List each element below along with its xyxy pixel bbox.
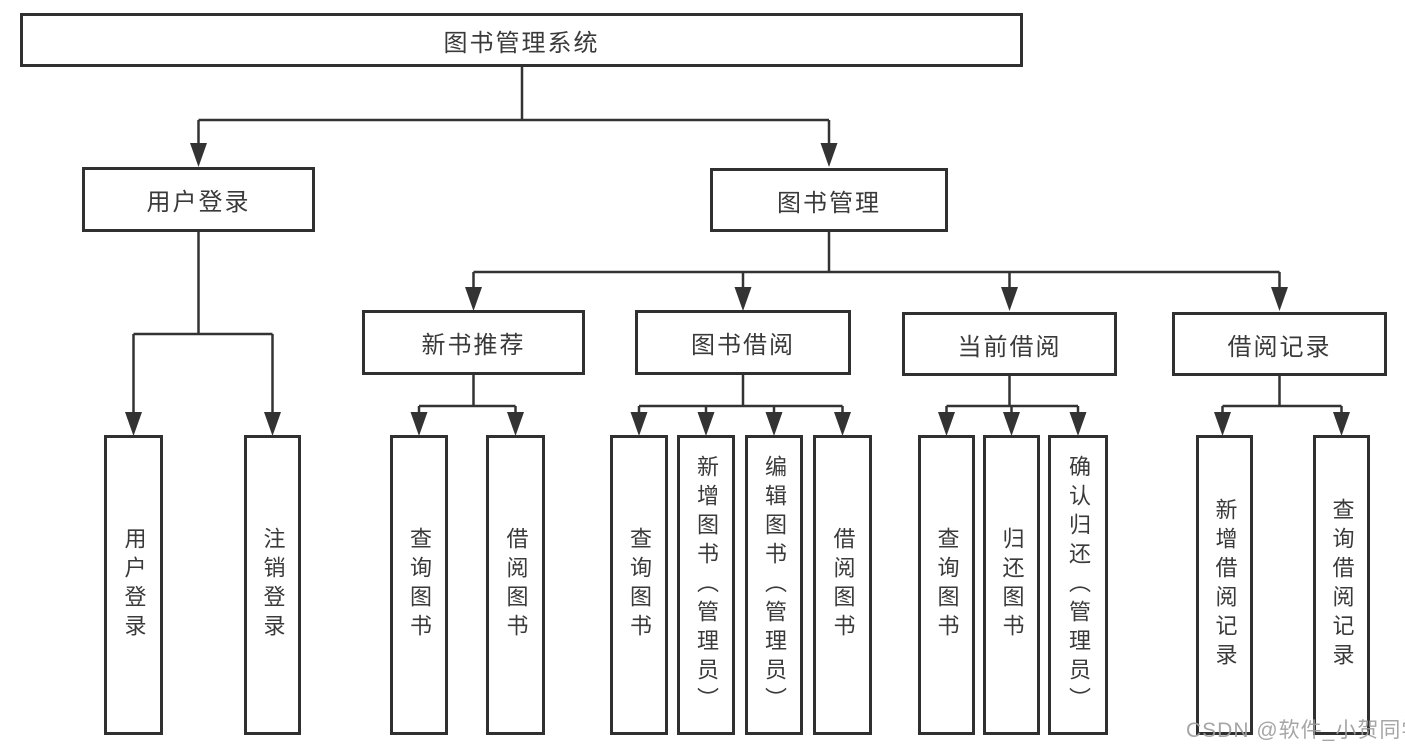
leaf-borrow-books-1-label: 借阅图书: [503, 527, 529, 643]
node-new-book-recommend: 新书推荐: [362, 310, 585, 375]
leaf-add-book-admin: 新增图书（管理员）: [677, 435, 735, 735]
leaf-query-books-1: 查询图书: [390, 435, 448, 735]
leaf-borrow-books-1: 借阅图书: [486, 435, 545, 735]
leaf-confirm-return-admin-label: 确认归还（管理员）: [1066, 454, 1091, 716]
leaf-query-books-3: 查询图书: [918, 435, 975, 735]
leaf-logout-label: 注销登录: [260, 527, 286, 643]
leaf-user-login: 用户登录: [104, 435, 163, 735]
leaf-query-borrow-record-label: 查询借阅记录: [1329, 498, 1355, 672]
leaf-query-borrow-record: 查询借阅记录: [1313, 435, 1370, 735]
leaf-return-book: 归还图书: [983, 435, 1040, 735]
node-book-management-label: 图书管理: [777, 189, 881, 217]
node-system-root: 图书管理系统: [20, 13, 1023, 67]
node-borrow-records: 借阅记录: [1172, 312, 1387, 376]
leaf-borrow-books-2: 借阅图书: [813, 435, 872, 735]
node-book-management: 图书管理: [710, 168, 948, 232]
leaf-borrow-books-2-label: 借阅图书: [830, 527, 856, 643]
leaf-return-book-label: 归还图书: [999, 527, 1025, 643]
leaf-add-borrow-record: 新增借阅记录: [1196, 435, 1253, 735]
leaf-logout: 注销登录: [244, 435, 301, 735]
leaf-query-books-1-label: 查询图书: [407, 527, 432, 643]
leaf-add-borrow-record-label: 新增借阅记录: [1212, 498, 1238, 672]
leaf-user-login-label: 用户登录: [121, 527, 147, 643]
node-current-borrow: 当前借阅: [902, 312, 1117, 376]
leaf-edit-book-admin-label: 编辑图书（管理员）: [762, 454, 787, 716]
leaf-confirm-return-admin: 确认归还（管理员）: [1048, 435, 1108, 735]
csdn-watermark: CSDN @软件_小贺同学: [1186, 719, 1405, 742]
node-user-login: 用户登录: [82, 167, 315, 232]
leaf-query-books-2: 查询图书: [610, 435, 668, 735]
leaf-query-books-3-label: 查询图书: [934, 527, 960, 643]
leaf-add-book-admin-label: 新增图书（管理员）: [694, 454, 719, 716]
node-system-root-label: 图书管理系统: [443, 29, 600, 57]
node-borrow-records-label: 借阅记录: [1227, 333, 1332, 361]
leaf-edit-book-admin: 编辑图书（管理员）: [745, 435, 803, 735]
node-current-borrow-label: 当前借阅: [957, 333, 1062, 361]
node-user-login-label: 用户登录: [146, 189, 251, 216]
node-new-book-recommend-label: 新书推荐: [421, 332, 526, 359]
node-book-borrow-label: 图书借阅: [691, 332, 795, 359]
node-book-borrow: 图书借阅: [635, 310, 851, 375]
leaf-query-books-2-label: 查询图书: [627, 527, 652, 643]
